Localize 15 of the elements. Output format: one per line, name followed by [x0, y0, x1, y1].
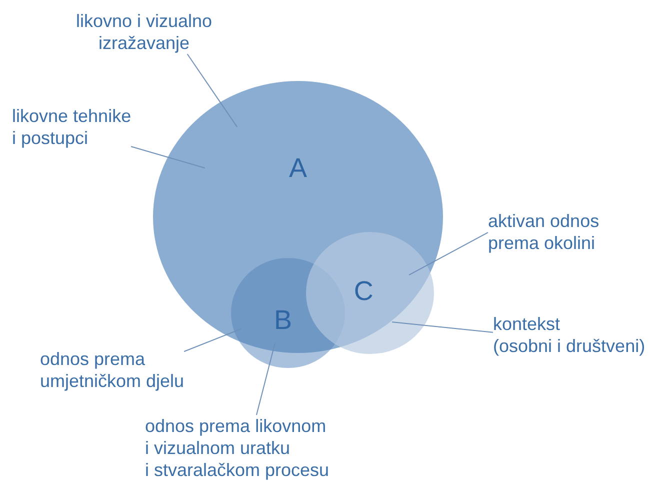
leader-line: [184, 328, 242, 352]
leader-line: [408, 232, 488, 276]
leader-line: [186, 54, 238, 128]
circle-letter: A: [289, 153, 307, 184]
circle-letter: C: [354, 276, 374, 306]
callout-label: odnos prema umjetničkom djelu: [40, 348, 184, 392]
callout-label: odnos prema likovnom i vizualnom uratku i stvaralačkom procesu: [145, 415, 330, 481]
callout-label: aktivan odnos prema okolini: [488, 210, 600, 254]
leader-line: [256, 342, 276, 416]
callout-label: kontekst (osobni i društveni): [493, 313, 646, 357]
leader-line: [392, 322, 494, 333]
leader-line: [130, 146, 206, 169]
circle-letter: B: [274, 304, 292, 335]
callout-label: likovne tehnike i postupci: [12, 105, 132, 149]
callout-label: likovno i vizualno izražavanje: [76, 10, 212, 54]
